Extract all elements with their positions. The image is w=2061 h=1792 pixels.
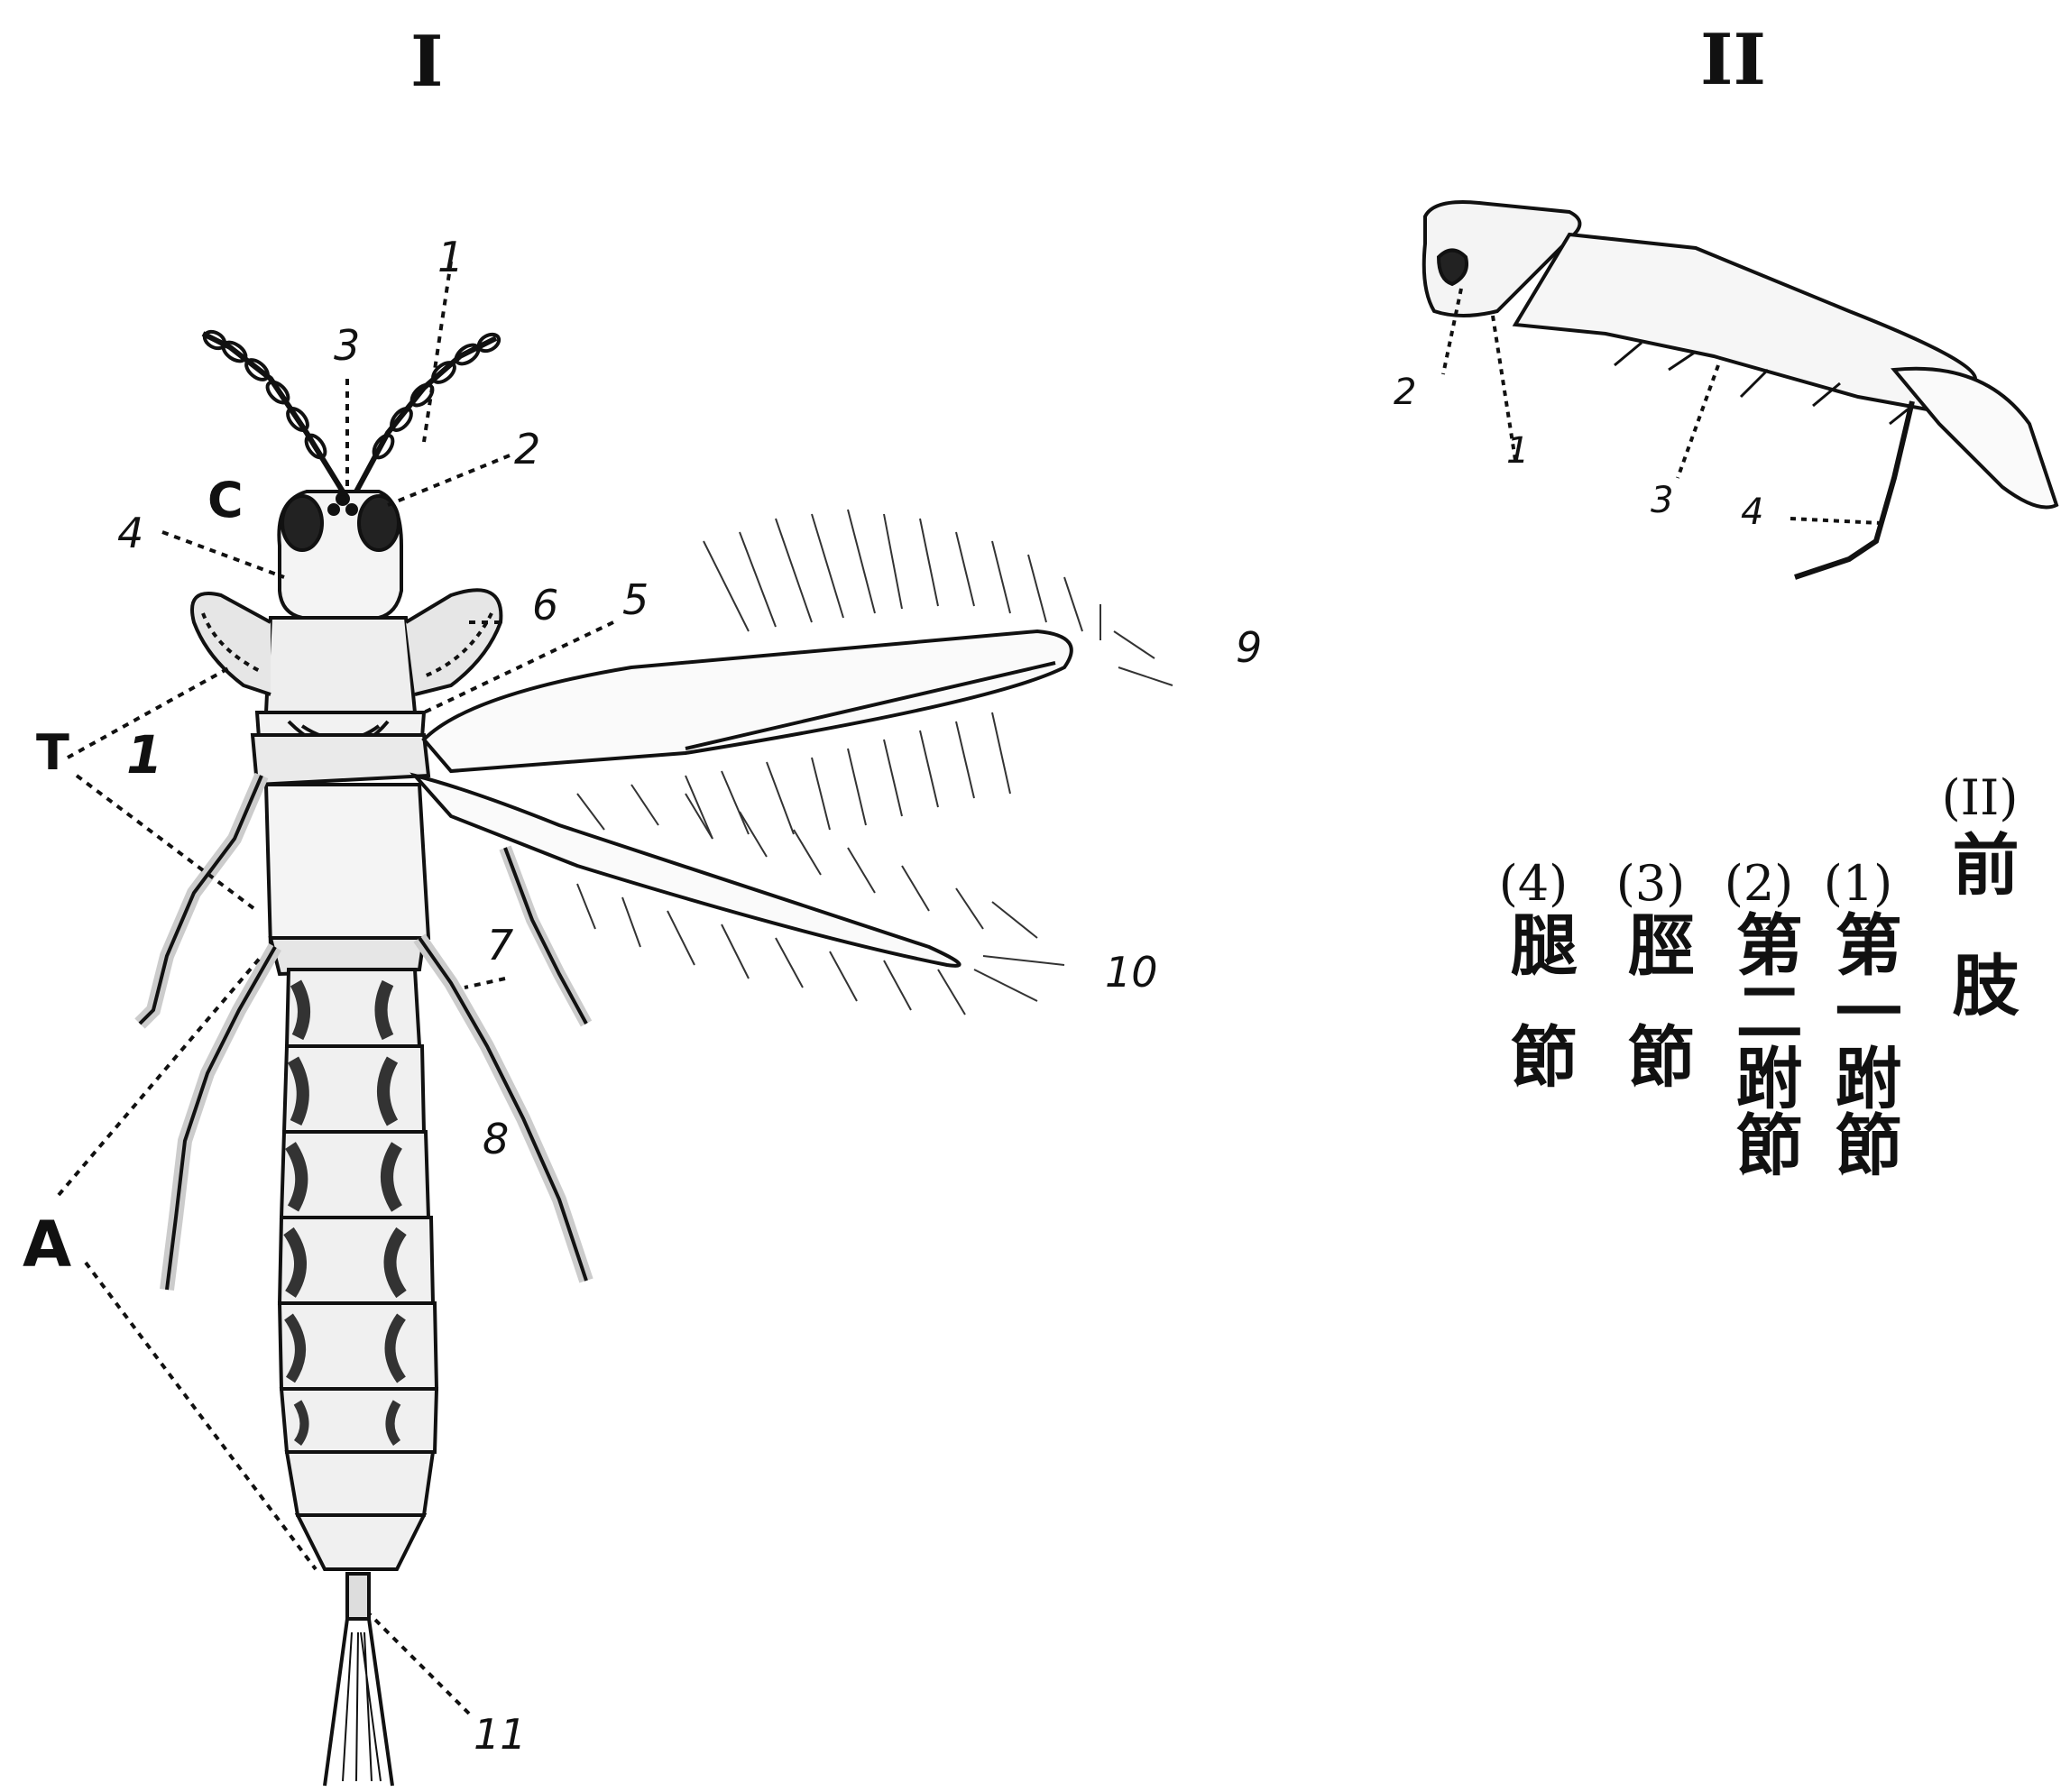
wing-front	[424, 631, 1072, 771]
label-A: A	[23, 1213, 71, 1276]
leg-label-3: 3	[1651, 482, 1673, 519]
legend-heading: (II) 前肢	[1926, 771, 2034, 1071]
label-8: 8	[483, 1118, 509, 1160]
label-6: 6	[532, 584, 558, 626]
legend-item-3: (3) 脛節	[1615, 857, 1687, 1134]
label-C: C	[207, 476, 244, 525]
legend-item-1: (1) 第一跗節	[1822, 857, 1894, 1177]
label-10: 10	[1105, 951, 1158, 993]
label-3: 3	[334, 325, 360, 366]
label-7: 7	[487, 924, 513, 966]
leg-label-4: 4	[1741, 494, 1763, 530]
cercus	[325, 1574, 392, 1786]
antenna-left	[202, 328, 343, 492]
abdomen	[280, 970, 437, 1569]
figure-II-title: II	[1700, 25, 1766, 96]
legend-item-4: (4) 腿節	[1497, 857, 1569, 1134]
legend-item-num: (2)	[1723, 857, 1795, 910]
metathorax	[253, 735, 428, 974]
label-roman-1: 1	[126, 729, 162, 781]
legend-item-text: 腿節	[1497, 910, 1578, 1134]
label-9: 9	[1236, 627, 1262, 668]
legend-heading-text: 前肢	[1939, 830, 2020, 1071]
label-2: 2	[514, 428, 540, 470]
legend-item-num: (3)	[1615, 857, 1687, 910]
label-1: 1	[437, 236, 464, 278]
legend-item-text: 脛節	[1615, 910, 1696, 1134]
head	[279, 492, 401, 618]
label-T: T	[36, 729, 69, 777]
legend-heading-num: (II)	[1926, 771, 2034, 824]
antenna-right	[356, 331, 501, 492]
label-5: 5	[622, 579, 649, 620]
legend-item-2: (2) 第二跗節	[1723, 857, 1795, 1177]
leg-label-2: 2	[1394, 374, 1416, 410]
legend-item-text: 第一跗節	[1822, 910, 1903, 1177]
figure-I-title: I	[410, 27, 444, 97]
legend-item-num: (4)	[1497, 857, 1569, 910]
legend-item-num: (1)	[1822, 857, 1894, 910]
label-4: 4	[117, 512, 143, 554]
leg-label-1: 1	[1506, 433, 1529, 469]
label-11: 11	[474, 1714, 527, 1755]
legend-item-text: 第二跗節	[1723, 910, 1804, 1177]
